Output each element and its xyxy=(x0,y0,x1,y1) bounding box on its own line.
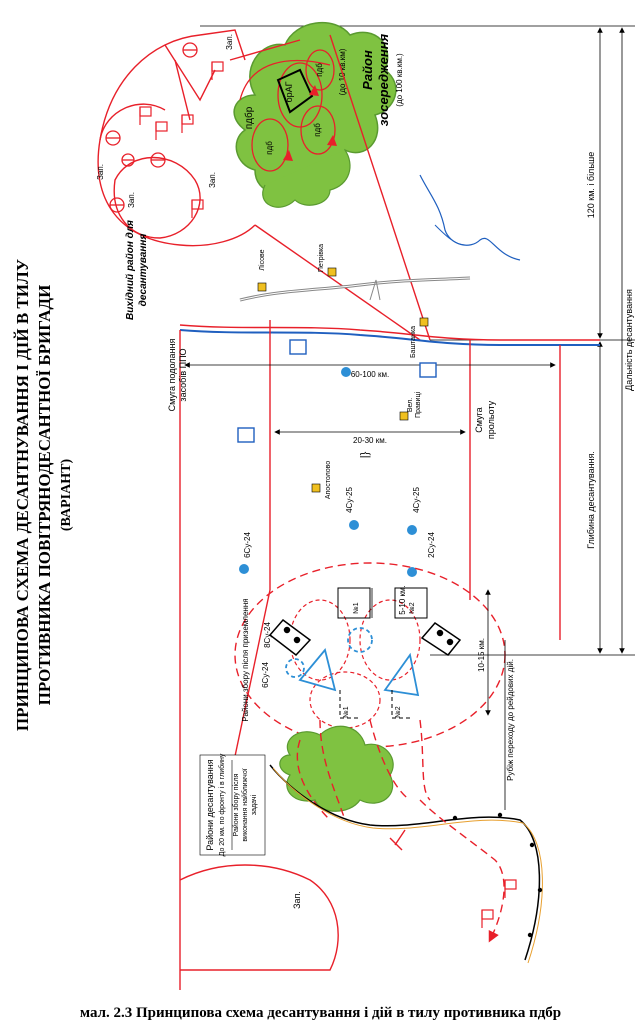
scheme-svg: ПРИНЦИПОВА СХЕМА ДЕСАНТНУВАННЯ І ДІЙ В Т… xyxy=(13,21,635,990)
town-petrivka: Петрівка xyxy=(317,244,337,277)
aircraft-markers xyxy=(239,367,417,577)
label-landing-areas: Райони десантування xyxy=(205,759,215,850)
diagram: ПРИНЦИПОВА СХЕМА ДЕСАНТНУВАННЯ І ДІЙ В Т… xyxy=(13,21,635,990)
label-brag: брАГ xyxy=(284,81,294,102)
label-zap-1: Зап. xyxy=(96,164,105,180)
title-line2: ПРОТИВНИКА ПОВІТРЯНОДЕСАНТНОЇ БРИГАДИ xyxy=(35,285,54,706)
label-raid-line: Рубіж переходу до рейдових дій. xyxy=(506,659,515,781)
label-20-30: 20-30 км. xyxy=(353,436,387,445)
label-su24-c: 8Су-24 xyxy=(263,622,272,648)
label-120km: 120 км. і більше xyxy=(586,152,596,218)
border-line-2 xyxy=(272,767,543,964)
raid-route xyxy=(419,799,505,943)
landing-routes xyxy=(296,719,431,821)
river-front xyxy=(179,329,600,347)
label-n1-bottom: №1 xyxy=(343,706,350,718)
title-line3: (ВАРІАНТ) xyxy=(59,459,74,532)
road-break xyxy=(369,279,381,301)
title-line1: ПРИНЦИПОВА СХЕМА ДЕСАНТНУВАННЯ І ДІЙ В Т… xyxy=(13,258,32,731)
flag-icon xyxy=(309,85,319,96)
label-assembly-after-landing: Райони збору після приземлення xyxy=(241,598,250,721)
landing-vehicles xyxy=(268,618,462,657)
air-defense-icons xyxy=(237,339,437,443)
label-zap-5: Зап. xyxy=(292,891,302,909)
tbar-2 xyxy=(389,837,403,851)
landing-blue-zones xyxy=(285,627,420,697)
road xyxy=(239,276,471,302)
label-n2-top: №2 xyxy=(409,602,416,614)
label-concentration: Район xyxy=(360,50,375,90)
reserve-area xyxy=(179,864,339,971)
label-pdb-1: пдб xyxy=(265,141,274,155)
label-concentration-2: зосередження xyxy=(376,33,391,126)
svg-text:Лісове: Лісове xyxy=(258,249,266,270)
raid-flags xyxy=(481,879,517,928)
label-start-area-2: десантування xyxy=(138,234,149,307)
label-assembly-task-1: Райони збору після xyxy=(232,773,240,836)
label-su24-a: 6Су-24 xyxy=(243,532,252,558)
flag-icon xyxy=(327,135,337,146)
dimension-lines xyxy=(200,25,635,656)
river-branch xyxy=(434,224,466,246)
figure-caption: мал. 2.3 Принципова схема десантування і… xyxy=(79,1005,562,1021)
landing-legend-box xyxy=(199,754,266,856)
label-su25-b: 4Су-25 xyxy=(412,487,421,513)
concentration-forest xyxy=(233,21,397,208)
border-posts xyxy=(452,812,543,938)
landing-forest xyxy=(279,725,394,812)
label-zap-3: Зап. xyxy=(225,34,234,50)
river xyxy=(419,174,521,261)
town-vel-pravtsi: Вел. Правиці xyxy=(399,392,422,421)
label-su24-d: 6Су-24 xyxy=(261,662,270,688)
label-concentration-size: (до 100 кв.км.) xyxy=(395,53,404,107)
label-pdb-3: пдб xyxy=(315,63,324,77)
label-ch-marker: |} xyxy=(359,451,371,458)
flag-icon xyxy=(283,150,293,161)
label-n1-top: №1 xyxy=(353,602,360,614)
label-range: Дальність десантування xyxy=(624,289,634,391)
town-apostolove: Апостолово xyxy=(311,461,332,499)
svg-text:Вел.: Вел. xyxy=(407,398,414,412)
label-assembly-task-2: виконання найближчої xyxy=(241,768,249,841)
label-flight-1: Смуга xyxy=(474,407,484,432)
title-block: ПРИНЦИПОВА СХЕМА ДЕСАНТНУВАННЯ І ДІЙ В Т… xyxy=(13,258,74,731)
label-n2-bottom: №2 xyxy=(395,706,402,718)
svg-text:Баштанка: Баштанка xyxy=(410,326,417,358)
label-su24-b: 2Су-24 xyxy=(427,532,436,558)
label-start-area-1: Вихідний район для xyxy=(125,220,136,320)
road-center xyxy=(239,277,471,301)
label-pvo-2: засобів ППО xyxy=(178,348,188,401)
label-su25-a: 4Су-25 xyxy=(345,487,354,513)
svg-text:Правиці: Правиці xyxy=(414,392,422,418)
label-5-10: 5-10 км. xyxy=(398,585,407,614)
concentration-units xyxy=(239,49,336,172)
town-bashtanka: Баштанка xyxy=(410,317,429,358)
label-pdbr: пдбр xyxy=(243,106,255,129)
airfield-icons xyxy=(105,42,198,213)
town-lisove: Лісове xyxy=(257,249,267,292)
tbar xyxy=(394,829,406,846)
label-pvo-1: Смуга подолання xyxy=(167,339,177,412)
label-landing-size: До 20 км. по фронту і в глибину xyxy=(218,753,226,856)
label-zap-2: Зап. xyxy=(208,172,217,188)
label-assembly-task-3: задачі xyxy=(250,794,258,815)
svg-text:Петрівка: Петрівка xyxy=(317,244,325,272)
label-depth: Глибина десантування. xyxy=(586,451,596,549)
front-line xyxy=(179,324,600,341)
label-10-15: 10-15 км. xyxy=(477,638,486,672)
label-flight-2: прольоту xyxy=(486,400,496,439)
brag-outline xyxy=(276,68,314,114)
label-zap-4: Зап. xyxy=(127,192,136,208)
drop-zone-boxes xyxy=(337,587,428,719)
start-area xyxy=(97,29,431,341)
aircraft-flags xyxy=(139,61,224,218)
label-pdb-2: пдб xyxy=(313,123,322,137)
border-line xyxy=(269,764,541,961)
label-60-100: 60-100 км. xyxy=(351,370,389,379)
svg-text:Апостолово: Апостолово xyxy=(325,461,332,499)
